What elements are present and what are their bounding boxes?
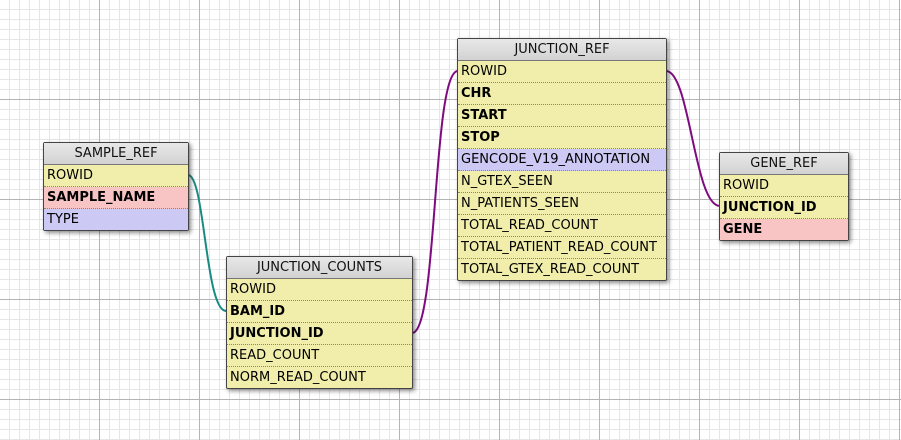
column-junction-id[interactable]: JUNCTION_ID xyxy=(720,197,848,219)
table-gene-ref[interactable]: GENE_REF ROWID JUNCTION_ID GENE xyxy=(719,152,849,241)
column-rowid[interactable]: ROWID xyxy=(227,279,412,301)
column-stop[interactable]: STOP xyxy=(458,127,666,149)
table-junction-ref[interactable]: JUNCTION_REF ROWID CHR START STOP GENCOD… xyxy=(457,38,667,281)
column-junction-id[interactable]: JUNCTION_ID xyxy=(227,323,412,345)
column-n-patients-seen[interactable]: N_PATIENTS_SEEN xyxy=(458,193,666,215)
table-title: GENE_REF xyxy=(720,153,848,175)
column-rowid[interactable]: ROWID xyxy=(458,61,666,83)
column-start[interactable]: START xyxy=(458,105,666,127)
relation-sample-to-junction-counts xyxy=(187,174,227,312)
column-read-count[interactable]: READ_COUNT xyxy=(227,345,412,367)
relation-junction-counts-to-junction-ref xyxy=(411,70,459,334)
table-title: JUNCTION_REF xyxy=(458,39,666,61)
column-chr[interactable]: CHR xyxy=(458,83,666,105)
column-total-gtex-read-count[interactable]: TOTAL_GTEX_READ_COUNT xyxy=(461,262,640,277)
column-total-read-count[interactable]: TOTAL_READ_COUNT xyxy=(458,215,666,237)
column-rowid[interactable]: ROWID xyxy=(720,175,848,197)
column-type[interactable]: TYPE xyxy=(44,209,188,230)
column-bam-id[interactable]: BAM_ID xyxy=(227,301,412,323)
table-sample-ref[interactable]: SAMPLE_REF ROWID SAMPLE_NAME TYPE xyxy=(43,142,189,231)
table-title: JUNCTION_COUNTS xyxy=(227,257,412,279)
column-gencode-v19-annotation[interactable]: GENCODE_V19_ANNOTATION xyxy=(458,149,666,171)
column-rowid[interactable]: ROWID xyxy=(44,165,188,187)
column-sample-name[interactable]: SAMPLE_NAME xyxy=(44,187,188,209)
column-gene[interactable]: GENE xyxy=(720,219,848,240)
column-norm-read-count[interactable]: NORM_READ_COUNT xyxy=(230,370,366,385)
table-junction-counts[interactable]: JUNCTION_COUNTS ROWID BAM_ID JUNCTION_ID… xyxy=(226,256,413,389)
table-title: SAMPLE_REF xyxy=(44,143,188,165)
column-total-patient-read-count[interactable]: TOTAL_PATIENT_READ_COUNT xyxy=(458,237,666,259)
relation-junction-ref-to-gene-ref xyxy=(665,70,721,207)
column-n-gtex-seen[interactable]: N_GTEX_SEEN xyxy=(458,171,666,193)
